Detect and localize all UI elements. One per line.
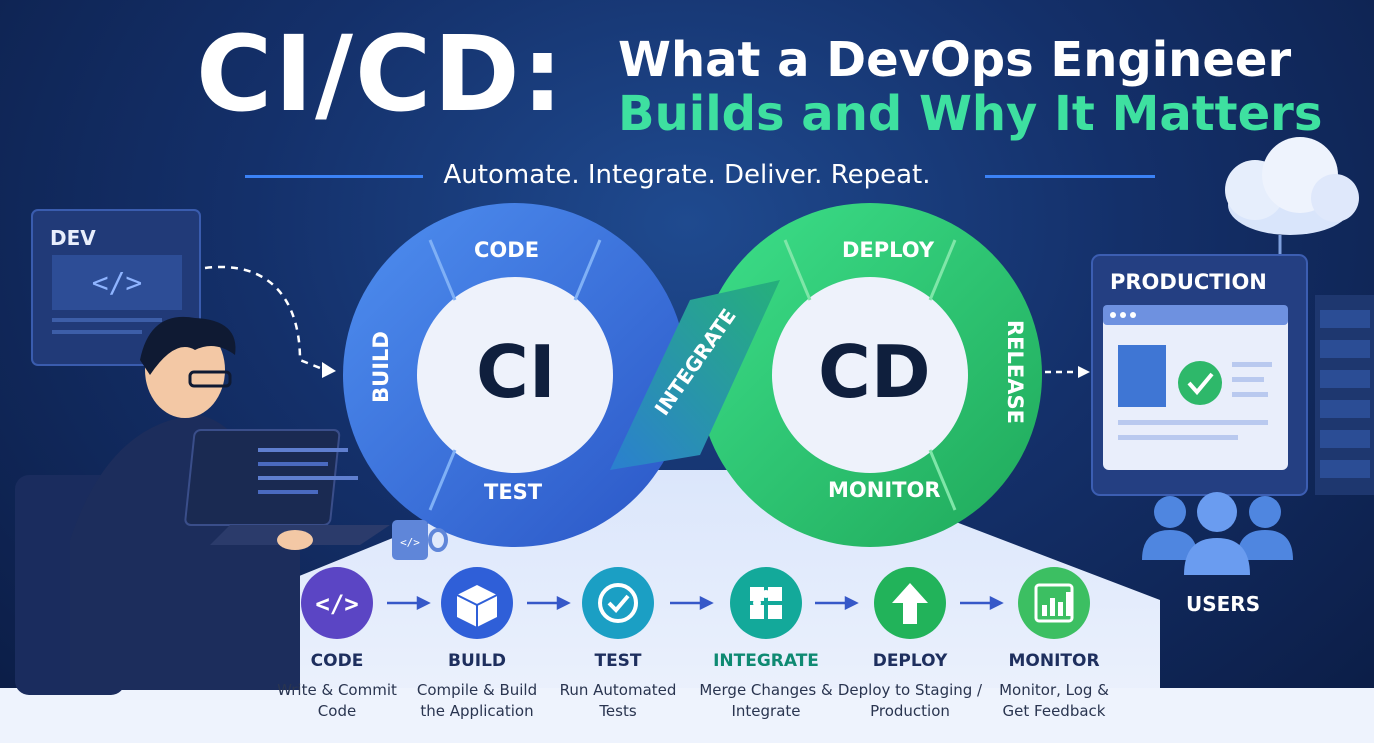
step-name-monitor: MONITOR [1008, 651, 1100, 671]
svg-text:</>: </> [92, 266, 143, 299]
step-name-deploy: DEPLOY [872, 651, 948, 671]
loop-label-deploy: DEPLOY [842, 238, 935, 262]
step-name-build: BUILD [447, 651, 507, 671]
bottom-band [0, 688, 1374, 743]
bar-chart-icon [1034, 583, 1074, 623]
code-icon: </> [315, 590, 358, 618]
users-icon [1142, 492, 1293, 575]
tagline-rule-right [985, 175, 1155, 178]
dev-arrow [204, 265, 326, 372]
step-name-code: CODE [310, 651, 364, 671]
check-icon [598, 583, 638, 623]
loop-label-release: RELEASE [1002, 320, 1027, 424]
production-label: PRODUCTION [1110, 270, 1267, 294]
loop-label-build: BUILD [368, 331, 393, 403]
step-connectors [387, 595, 1004, 611]
step-desc-deploy: Deploy to Staging /Production [837, 681, 983, 720]
floor [0, 470, 1374, 743]
ci-label: CI [476, 330, 556, 414]
cd-label: CD [818, 330, 931, 414]
title-line2: Builds and Why It Matters [618, 86, 1323, 142]
loop-label-code: CODE [474, 238, 540, 262]
step-name-integrate: INTEGRATE [713, 651, 819, 671]
cd-hub [772, 277, 968, 473]
upload-arrow-icon [892, 583, 928, 624]
coffee-mug: </> [392, 520, 448, 560]
dev-label: DEV [50, 226, 96, 250]
tagline: Automate. Integrate. Deliver. Repeat. [443, 160, 931, 190]
ci-hub [417, 277, 613, 473]
cube-icon [456, 585, 498, 627]
developer [15, 316, 390, 695]
infinity-loop [343, 203, 1042, 547]
dev-monitor: </> [31, 209, 201, 366]
cloud-icon [1225, 137, 1359, 262]
svg-text:</>: </> [400, 536, 420, 549]
integrate-band [610, 280, 780, 470]
puzzle-icon [750, 587, 782, 619]
title-line1: What a DevOps Engineer [618, 32, 1292, 88]
step-desc-integrate: Merge Changes &Integrate [699, 681, 833, 720]
step-desc-monitor: Monitor, Log &Get Feedback [999, 681, 1109, 720]
users-label: USERS [1186, 592, 1261, 616]
loop-label-test: TEST [484, 480, 543, 504]
tagline-rule-left [245, 175, 423, 178]
title-main: CI/CD: [196, 13, 566, 135]
step-name-test: TEST [594, 651, 642, 671]
production-server [1091, 254, 1374, 496]
loop-label-monitor: MONITOR [828, 478, 941, 502]
